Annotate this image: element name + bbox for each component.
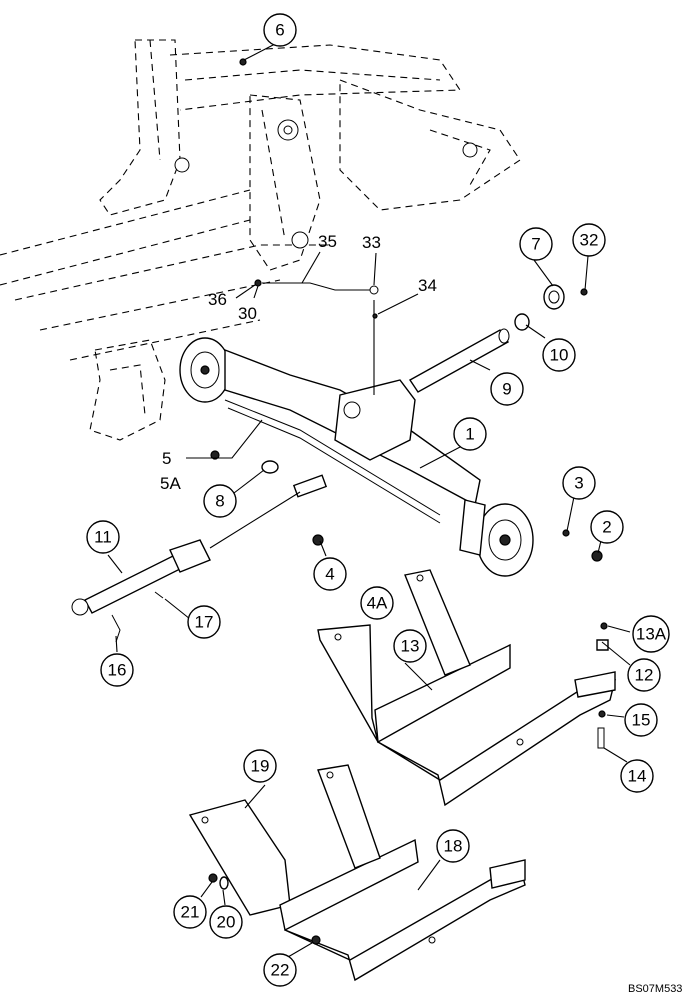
label-34: 34 <box>418 276 437 295</box>
svg-text:10: 10 <box>550 346 569 365</box>
svg-text:4: 4 <box>325 565 334 584</box>
callout-12: 12 <box>627 658 661 692</box>
callout-6: 6 <box>263 13 297 47</box>
svg-text:19: 19 <box>251 757 270 776</box>
svg-text:17: 17 <box>195 613 214 632</box>
svg-text:12: 12 <box>635 666 654 685</box>
callout-21: 21 <box>173 895 207 929</box>
label-35: 35 <box>318 232 337 251</box>
svg-text:13A: 13A <box>636 625 667 644</box>
callout-3: 3 <box>562 466 596 500</box>
callout-20: 20 <box>209 905 243 939</box>
drive-shaft <box>71 539 211 616</box>
grease-tube <box>262 282 372 291</box>
callout-15: 15 <box>624 703 658 737</box>
callout-4: 4 <box>313 557 347 591</box>
callout-19: 19 <box>243 749 277 783</box>
hardware <box>111 58 609 945</box>
callout-17: 17 <box>187 605 221 639</box>
callout-8: 8 <box>203 484 237 518</box>
label-36: 36 <box>208 290 227 309</box>
svg-text:9: 9 <box>502 380 511 399</box>
svg-text:21: 21 <box>181 903 200 922</box>
label-30: 30 <box>238 304 257 323</box>
front-axle-assembly <box>179 328 534 577</box>
skid-plate-upper <box>317 569 616 807</box>
skid-plate-lower <box>188 764 526 982</box>
svg-text:16: 16 <box>108 661 127 680</box>
label-5a: 5A <box>160 474 181 493</box>
svg-text:8: 8 <box>215 492 224 511</box>
svg-text:1: 1 <box>465 425 474 444</box>
svg-text:2: 2 <box>602 518 611 537</box>
svg-text:3: 3 <box>574 474 583 493</box>
callout-22: 22 <box>263 953 297 987</box>
callout-10: 10 <box>542 338 576 372</box>
label-5: 5 <box>162 449 171 468</box>
svg-text:22: 22 <box>271 961 290 980</box>
svg-text:6: 6 <box>275 21 284 40</box>
svg-text:32: 32 <box>580 231 599 250</box>
callout-14: 14 <box>620 759 654 793</box>
label-33: 33 <box>362 233 381 252</box>
callout-13a: 13A <box>632 615 670 653</box>
callout-7: 7 <box>519 227 553 261</box>
callout-9: 9 <box>490 372 524 406</box>
callout-4a: 4A <box>360 586 394 620</box>
reference-code: BS07M533 <box>628 983 682 995</box>
callout-11: 11 <box>86 520 120 554</box>
svg-text:11: 11 <box>94 528 112 547</box>
svg-text:4A: 4A <box>367 594 388 613</box>
callout-16: 16 <box>100 653 134 687</box>
callout-18: 18 <box>436 829 470 863</box>
callout-2: 2 <box>590 510 624 544</box>
callout-1: 1 <box>453 417 487 451</box>
frame-outline <box>0 39 521 441</box>
svg-text:7: 7 <box>531 235 540 254</box>
svg-text:14: 14 <box>628 767 647 786</box>
svg-text:15: 15 <box>632 711 651 730</box>
svg-text:18: 18 <box>444 837 463 856</box>
callout-32: 32 <box>572 223 606 257</box>
callout-13: 13 <box>393 629 427 663</box>
svg-text:13: 13 <box>401 637 420 656</box>
grease-fitting <box>369 285 379 295</box>
leader-lines <box>107 43 631 958</box>
svg-text:20: 20 <box>217 913 236 932</box>
